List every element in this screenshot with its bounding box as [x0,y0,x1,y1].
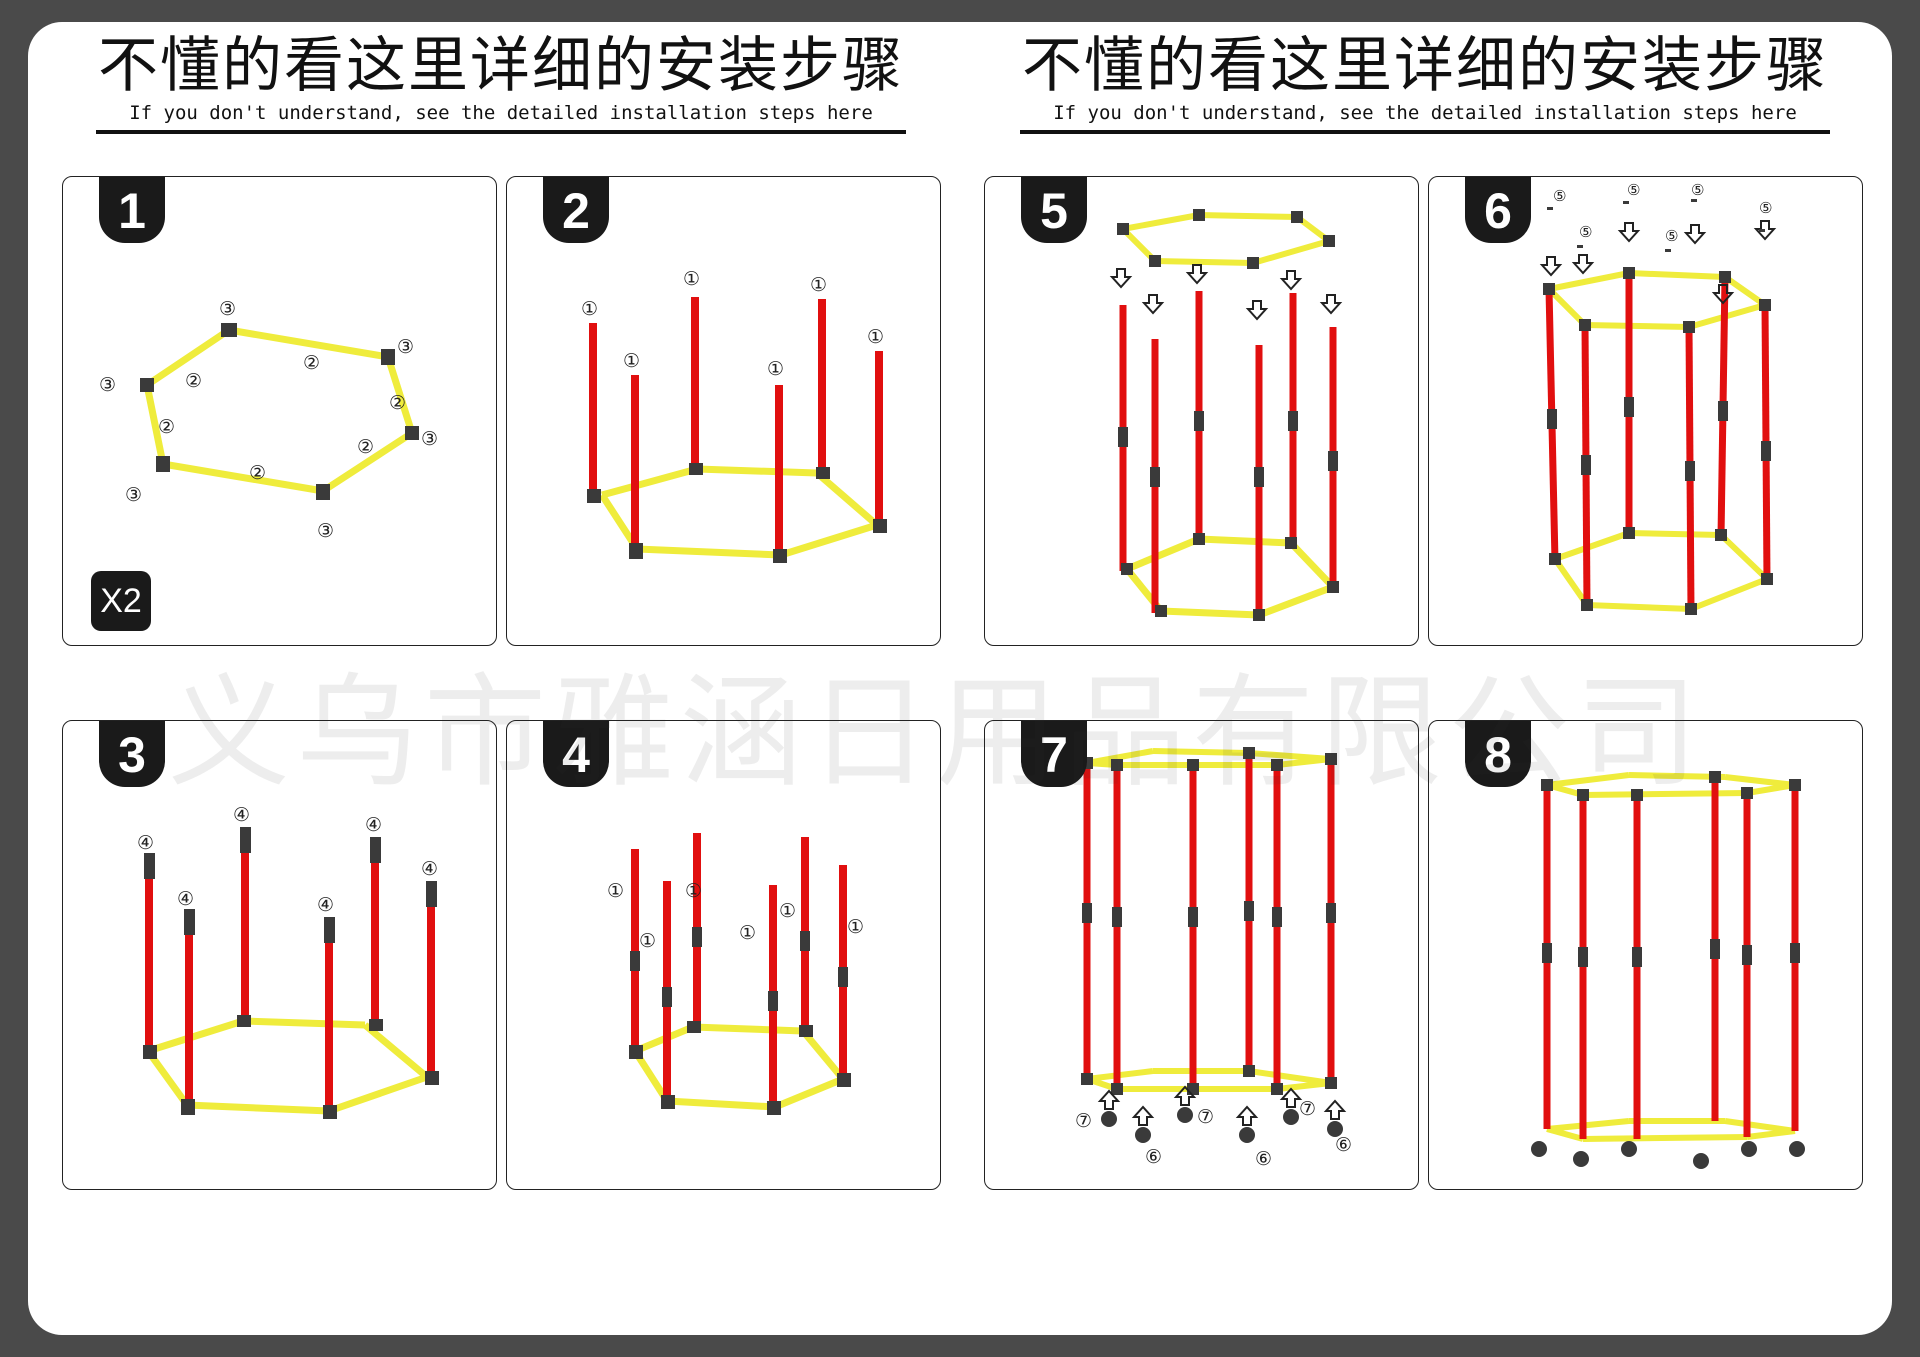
label-3: ③ [99,374,116,396]
step-3-illustration: ④ ④ ④ ④ ④ ④ [137,804,439,1119]
label-4: ④ [317,894,334,916]
step-4-illustration: ① ① ① ① ① ① [607,833,864,1115]
label-2: ② [249,462,266,484]
label-6: ⑥ [1145,1146,1162,1168]
label-7: ⑦ [1075,1110,1092,1132]
step-8-panel: 8 [1428,720,1863,1190]
label-2: ② [357,436,374,458]
label-5: ⑤ [1759,199,1772,217]
label-2: ② [158,416,175,438]
header-title: 不懂的看这里详细的安装步骤 [1022,31,1828,101]
label-7: ⑦ [1197,1106,1214,1128]
label-6: ⑥ [1335,1134,1352,1156]
step-7-illustration: ⑦ ⑦ ⑦ ⑥ ⑥ ⑥ [1075,747,1352,1170]
header-left: 不懂的看这里详细的安装步骤 If you don't understand, s… [86,28,916,134]
label-1: ① [779,900,796,922]
label-5: ⑤ [1691,181,1704,199]
label-4: ④ [137,832,154,854]
step-number-badge: 3 [99,721,165,787]
step-number-badge: 5 [1021,177,1087,243]
label-5: ⑤ [1553,187,1566,205]
label-3: ③ [317,520,334,542]
step-number-badge: 8 [1465,721,1531,787]
label-3: ③ [421,428,438,450]
step-number-badge: 6 [1465,177,1531,243]
header-rule [1020,130,1830,134]
label-4: ④ [365,814,382,836]
step-5-illustration [1109,209,1343,621]
step-1-illustration: ③ ③ ③ ③ ③ ③ ② ② ② ② ② ② [99,298,438,542]
step-2-panel: ① ① ① ① ① ① 2 [506,176,941,646]
step-8-illustration [1531,771,1805,1169]
label-5: ⑤ [1665,227,1678,245]
step-3-panel: ④ ④ ④ ④ ④ ④ 3 [62,720,497,1190]
label-4: ④ [233,804,250,826]
header-title: 不懂的看这里详细的安装步骤 [98,31,904,101]
step-7-panel: ⑦ ⑦ ⑦ ⑥ ⑥ ⑥ 7 [984,720,1419,1190]
label-4: ④ [421,858,438,880]
step-5-panel: 5 [984,176,1419,646]
label-2: ② [389,392,406,414]
step-number-badge: 4 [543,721,609,787]
label-1: ① [607,880,624,902]
label-1: ① [685,880,702,902]
step-4-panel: ① ① ① ① ① ① 4 [506,720,941,1190]
header-subtitle: If you don't understand, see the detaile… [129,102,873,124]
label-1: ① [810,274,827,296]
quantity-tag: X2 [91,571,151,631]
label-7: ⑦ [1299,1098,1316,1120]
step-6-illustration: ⑤ ⑤ ⑤ ⑤ ⑤ ⑤ [1539,181,1777,615]
label-5: ⑤ [1579,223,1592,241]
label-1: ① [867,326,884,348]
header-right: 不懂的看这里详细的安装步骤 If you don't understand, s… [1010,28,1840,134]
label-2: ② [303,352,320,374]
step-6-panel: ⑤ ⑤ ⑤ ⑤ ⑤ ⑤ 6 [1428,176,1863,646]
label-1: ① [639,930,656,952]
label-1: ① [623,350,640,372]
header-rule [96,130,906,134]
step-number-badge: 1 [99,177,165,243]
step-number-badge: 7 [1021,721,1087,787]
label-1: ① [739,922,756,944]
label-3: ③ [125,484,142,506]
label-1: ① [767,358,784,380]
label-1: ① [683,268,700,290]
label-6: ⑥ [1255,1148,1272,1170]
step-number-badge: 2 [543,177,609,243]
label-1: ① [847,916,864,938]
instruction-sheet: 不懂的看这里详细的安装步骤 If you don't understand, s… [28,22,1892,1335]
label-5: ⑤ [1627,181,1640,199]
label-3: ③ [397,336,414,358]
label-4: ④ [177,888,194,910]
label-2: ② [185,370,202,392]
label-3: ③ [219,298,236,320]
header-subtitle: If you don't understand, see the detaile… [1053,102,1797,124]
step-2-illustration: ① ① ① ① ① ① [581,268,887,563]
step-1-panel: ③ ③ ③ ③ ③ ③ ② ② ② ② ② ② 1 X2 [62,176,497,646]
label-1: ① [581,298,598,320]
